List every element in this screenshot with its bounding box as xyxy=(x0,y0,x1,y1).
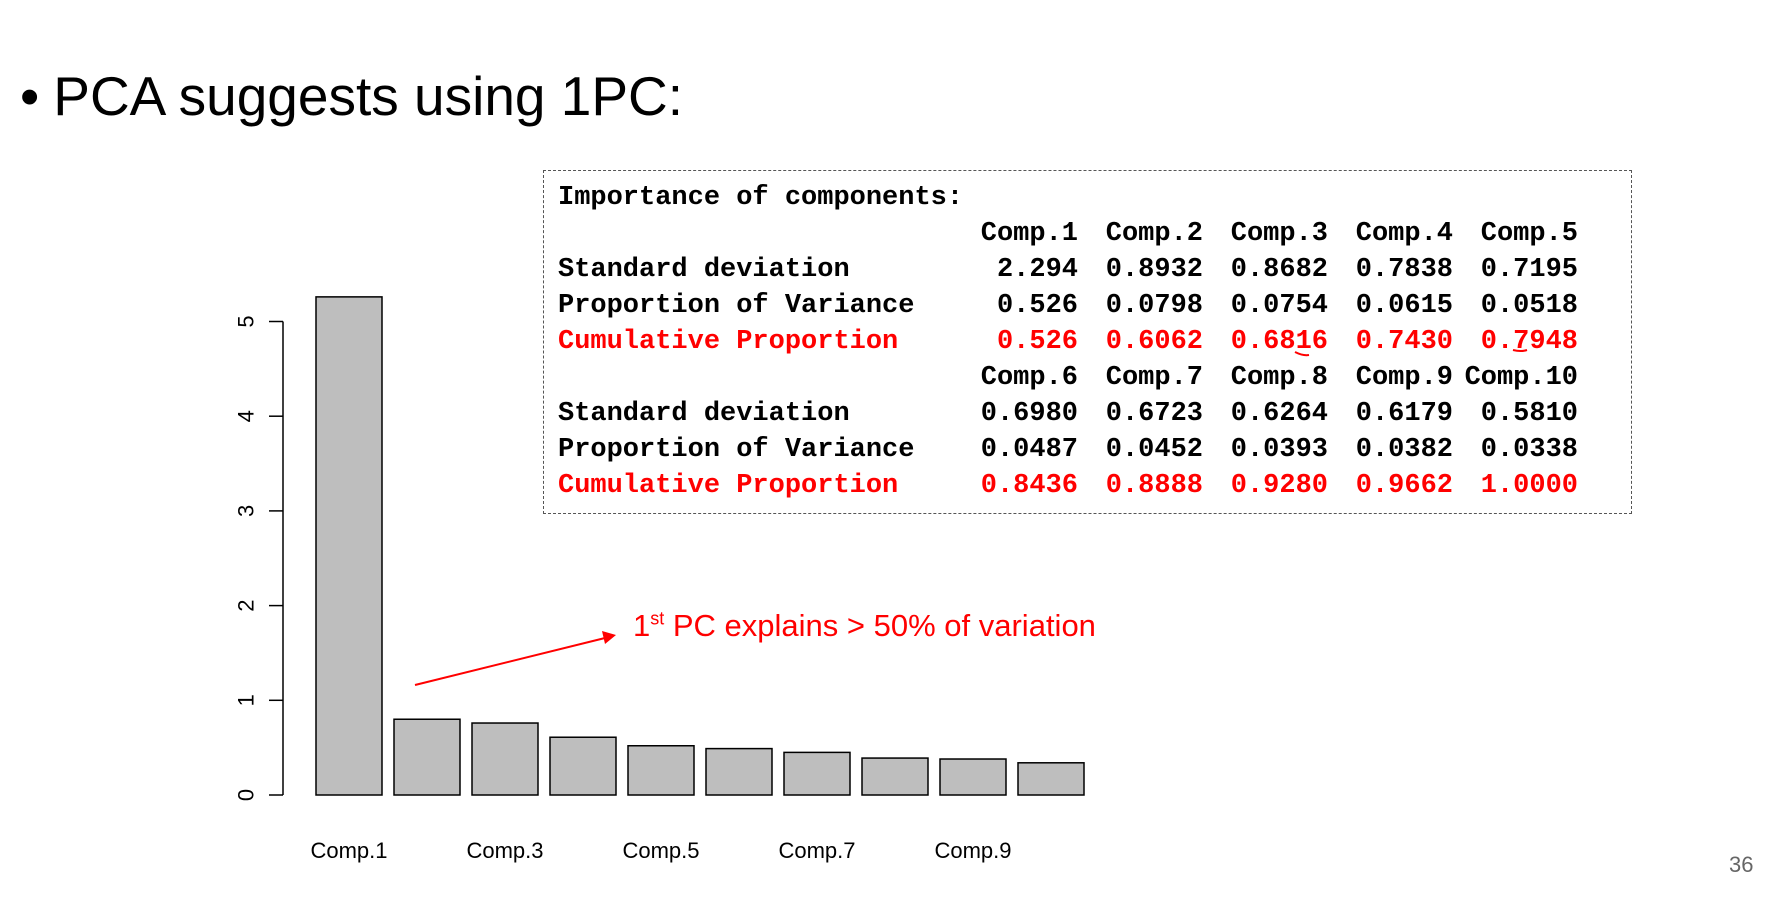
row-value: 0.7195 xyxy=(1480,255,1578,285)
y-tick-label: 2 xyxy=(234,599,259,611)
row-value: 2.294 xyxy=(996,255,1078,285)
bar-comp-1 xyxy=(315,296,383,796)
row-label: Cumulative Proportion xyxy=(558,327,899,357)
bar-comp-7 xyxy=(783,751,851,796)
row-value: 0.7948 xyxy=(1480,327,1578,357)
row-value: 0.0615 xyxy=(1355,291,1453,321)
x-tick-label: Comp.9 xyxy=(934,838,1011,863)
row-value: 0.7838 xyxy=(1355,255,1453,285)
row-value: 0.8932 xyxy=(1105,255,1203,285)
row-label: Standard deviation xyxy=(558,255,850,285)
row-label: Cumulative Proportion xyxy=(558,471,899,501)
slide-title: •PCA suggests using 1PC: xyxy=(20,64,683,128)
row-value: 0.9280 xyxy=(1230,471,1328,501)
row-value: 0.5810 xyxy=(1480,399,1578,429)
row-value: 0.0754 xyxy=(1230,291,1328,321)
column-header: Comp.7 xyxy=(1105,363,1203,393)
row-label: Proportion of Variance xyxy=(558,435,915,465)
row-value: 0.8436 xyxy=(980,471,1078,501)
row-value: 0.0382 xyxy=(1355,435,1453,465)
ink-mark-comp5 xyxy=(1512,349,1528,352)
row-value: 0.7430 xyxy=(1355,327,1453,357)
column-header: Comp.2 xyxy=(1105,219,1203,249)
row-value: 0.0393 xyxy=(1230,435,1328,465)
bars xyxy=(315,296,1085,796)
row-value: 0.0452 xyxy=(1105,435,1203,465)
bar-comp-2 xyxy=(393,718,461,796)
y-axis: 0 1 2 3 4 5 xyxy=(234,315,284,801)
row-value: 0.6816 xyxy=(1230,327,1328,357)
slide-title-text: PCA suggests using 1PC: xyxy=(53,65,684,127)
bar-comp-9 xyxy=(939,758,1007,796)
highlight-marks xyxy=(1294,349,1528,357)
row-value: 0.526 xyxy=(996,327,1078,357)
column-header: Comp.5 xyxy=(1480,219,1578,249)
column-header: Comp.10 xyxy=(1464,363,1578,393)
bar-comp-8 xyxy=(861,757,929,796)
y-tick-label: 4 xyxy=(234,410,259,422)
x-tick-label: Comp.7 xyxy=(778,838,855,863)
row-value: 0.6980 xyxy=(980,399,1078,429)
row-value: 0.0487 xyxy=(980,435,1078,465)
pca-summary-box xyxy=(543,170,1632,514)
row-value: 0.6062 xyxy=(1105,327,1203,357)
annotation-text: PC explains > 50% of variation xyxy=(664,608,1096,643)
row-value: 0.0338 xyxy=(1480,435,1578,465)
bullet-dot: • xyxy=(20,65,40,127)
bar-comp-5 xyxy=(627,745,695,796)
annotation-label: 1st PC explains > 50% of variation xyxy=(633,608,1096,644)
bar-comp-6 xyxy=(705,747,773,796)
x-tick-label: Comp.1 xyxy=(310,838,387,863)
y-tick-label: 5 xyxy=(234,315,259,327)
y-tick-label: 0 xyxy=(234,789,259,801)
summary-heading: Importance of components: xyxy=(558,183,964,213)
column-header: Comp.4 xyxy=(1355,219,1453,249)
row-value: 0.9662 xyxy=(1355,471,1453,501)
y-tick-label: 3 xyxy=(234,505,259,517)
annotation-arrow xyxy=(414,631,616,686)
column-header: Comp.8 xyxy=(1230,363,1328,393)
y-tick-label: 1 xyxy=(234,694,259,706)
column-header: Comp.9 xyxy=(1355,363,1453,393)
row-value: 0.6179 xyxy=(1355,399,1453,429)
row-value: 0.8888 xyxy=(1105,471,1203,501)
row-label: Standard deviation xyxy=(558,399,850,429)
annotation-arrow-line xyxy=(414,637,606,686)
bar-comp-4 xyxy=(549,736,617,796)
row-value: 0.526 xyxy=(996,291,1078,321)
column-header: Comp.3 xyxy=(1230,219,1328,249)
row-value: 0.8682 xyxy=(1230,255,1328,285)
x-tick-label: Comp.3 xyxy=(466,838,543,863)
annotation-superscript: st xyxy=(650,608,665,629)
annotation-number: 1 xyxy=(633,608,651,643)
annotation-arrowhead xyxy=(602,631,616,644)
row-value: 1.0000 xyxy=(1480,471,1578,501)
bar-comp-10 xyxy=(1017,762,1085,796)
column-header: Comp.6 xyxy=(980,363,1078,393)
row-value: 0.6264 xyxy=(1230,399,1328,429)
column-header: Comp.1 xyxy=(980,219,1078,249)
row-label: Proportion of Variance xyxy=(558,291,915,321)
x-axis-labels: Comp.1 Comp.3 Comp.5 Comp.7 Comp.9 xyxy=(310,838,1011,863)
ink-mark-comp3 xyxy=(1294,351,1310,357)
row-value: 0.0798 xyxy=(1105,291,1203,321)
page-number: 36 xyxy=(1729,852,1754,877)
row-value: 0.6723 xyxy=(1105,399,1203,429)
row-value: 0.0518 xyxy=(1480,291,1578,321)
bar-comp-3 xyxy=(471,722,539,796)
x-tick-label: Comp.5 xyxy=(622,838,699,863)
